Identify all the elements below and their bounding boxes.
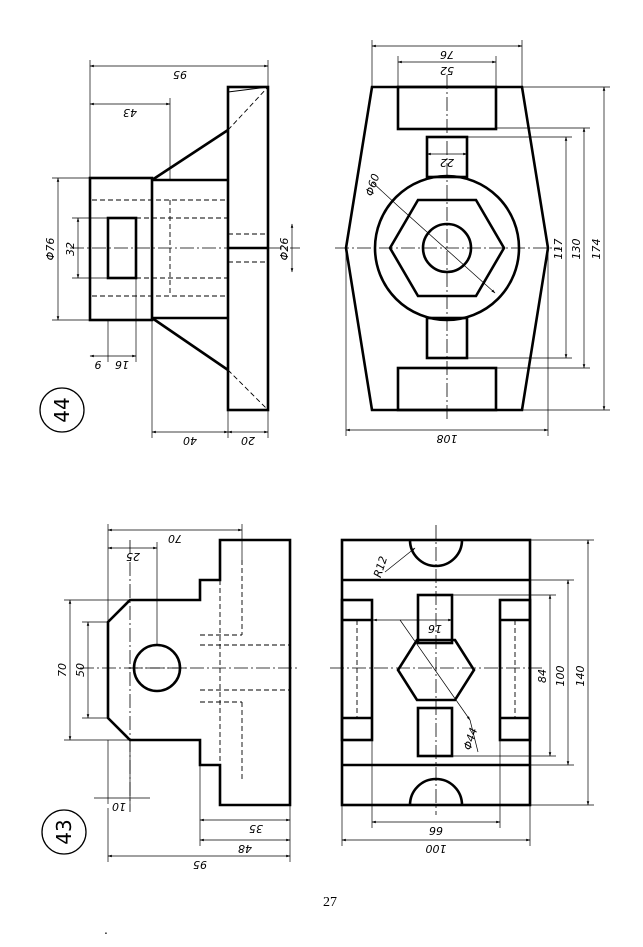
dim-70: 70 bbox=[56, 663, 69, 677]
fig43-number-badge: 43 bbox=[41, 809, 87, 855]
dim-25: 25 bbox=[126, 550, 140, 563]
dim-70-top: 70 bbox=[168, 532, 182, 545]
fig43-dimensions bbox=[64, 524, 594, 862]
dim-10: 10 bbox=[112, 800, 126, 813]
dim-66: 66 bbox=[429, 824, 443, 837]
dim-16: 16 bbox=[428, 622, 442, 635]
dim-40: 40 bbox=[183, 434, 197, 447]
figure-44: 95 43 76 52 22 Φ60 Φ76 32 Φ26 117 130 17… bbox=[39, 40, 610, 447]
figure-43: 70 25 R12 16 70 50 84 100 140 Φ44 10 35 … bbox=[41, 524, 594, 871]
dim-phi44: Φ44 bbox=[461, 726, 480, 752]
figure-number-43: 43 bbox=[52, 819, 76, 844]
dim-174: 174 bbox=[590, 239, 603, 260]
dim-phi76: Φ76 bbox=[44, 238, 57, 261]
dim-130: 130 bbox=[570, 239, 583, 260]
dim-52: 52 bbox=[440, 64, 454, 77]
fig44-dimensions bbox=[52, 40, 610, 438]
dim-84: 84 bbox=[536, 669, 549, 683]
dim-50: 50 bbox=[74, 663, 87, 677]
dim-95: 95 bbox=[173, 68, 187, 81]
dim-phi60: Φ60 bbox=[363, 172, 382, 198]
dim-100: 100 bbox=[554, 666, 567, 687]
dim-108: 108 bbox=[437, 432, 458, 445]
page-number: 27 bbox=[323, 895, 337, 910]
fig44-labels: 95 43 76 52 22 Φ60 Φ76 32 Φ26 117 130 17… bbox=[44, 48, 603, 447]
fig43-labels: 70 25 R12 16 70 50 84 100 140 Φ44 10 35 … bbox=[56, 532, 587, 871]
dim-phi26: Φ26 bbox=[278, 238, 291, 261]
dim-9: 9 bbox=[95, 358, 102, 371]
dim-100-bottom: 100 bbox=[426, 842, 447, 855]
fig43-front-view bbox=[330, 525, 545, 815]
dim-76: 76 bbox=[440, 48, 454, 61]
fig44-side-view bbox=[70, 85, 300, 412]
dim-43: 43 bbox=[123, 106, 137, 119]
dim-140: 140 bbox=[574, 666, 587, 687]
figure-number-44: 44 bbox=[50, 397, 74, 422]
dim-20: 20 bbox=[241, 434, 255, 447]
dim-117: 117 bbox=[552, 239, 565, 260]
dim-32: 32 bbox=[64, 242, 77, 256]
dim-16: 16 bbox=[115, 358, 129, 371]
dim-r12: R12 bbox=[371, 555, 390, 580]
dim-22: 22 bbox=[440, 156, 454, 169]
dim-48: 48 bbox=[238, 842, 252, 855]
dim-35: 35 bbox=[249, 822, 263, 835]
fig43-side-view bbox=[80, 538, 300, 812]
dim-95: 95 bbox=[193, 858, 207, 871]
fig44-number-badge: 44 bbox=[39, 387, 85, 433]
footer-mark: · bbox=[104, 927, 109, 942]
